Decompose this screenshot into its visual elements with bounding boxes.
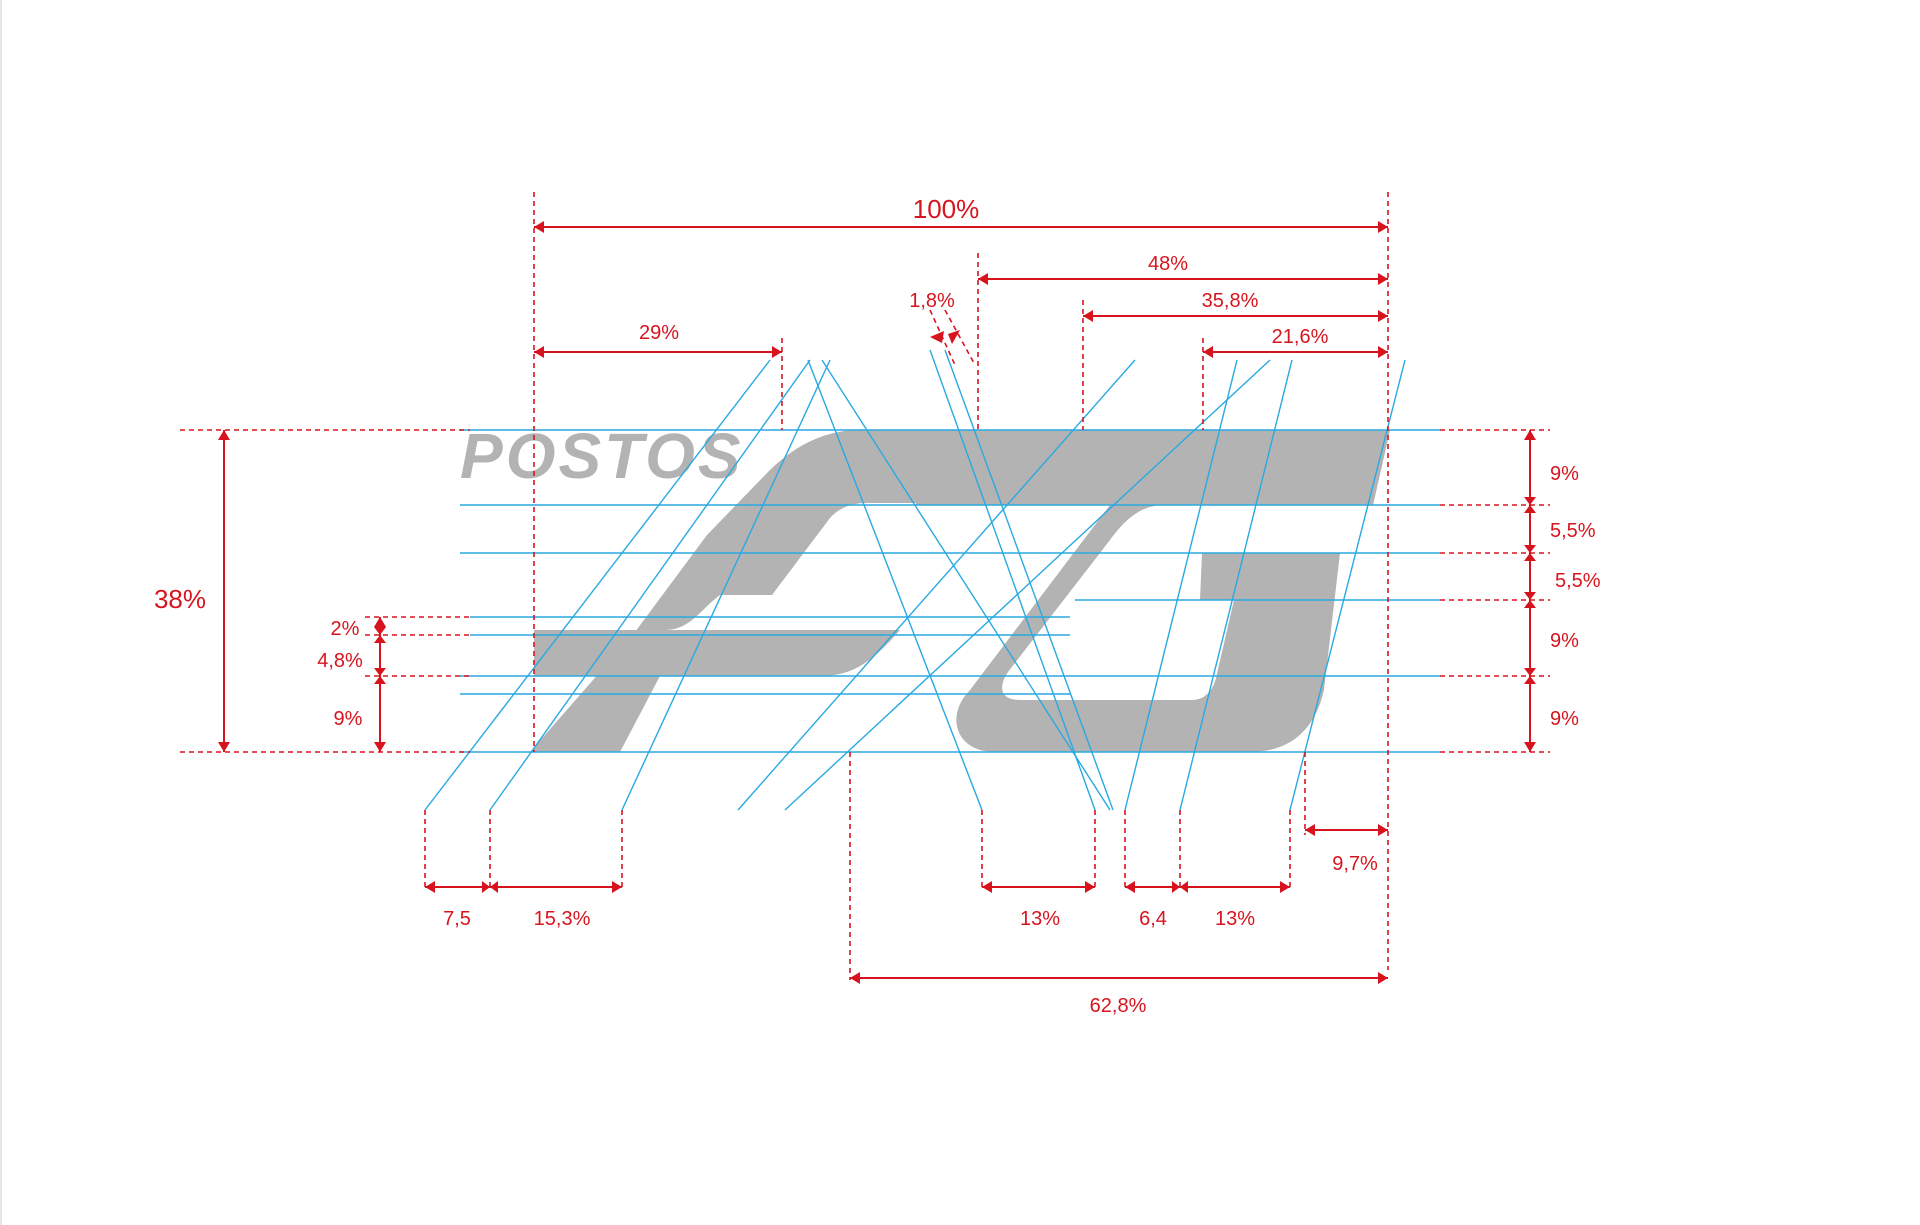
canvas-left-edge [0, 0, 2, 1225]
label-bottom-15-3: 15,3% [534, 908, 591, 930]
label-right-9-7: 9,7% [1332, 853, 1378, 875]
label-right-stack-3: 5,5% [1555, 570, 1601, 592]
label-right-stack-4: 9% [1550, 630, 1579, 652]
logo-letter-g [956, 430, 1390, 752]
construction-guides [424, 349, 1440, 811]
label-bottom-6-4: 6,4 [1139, 908, 1167, 930]
label-right-stack-1: 9% [1550, 463, 1579, 485]
label-21-6: 21,6% [1272, 326, 1329, 348]
label-left-stack-3: 9% [334, 708, 363, 730]
label-bottom-13-b: 13% [1215, 908, 1255, 930]
label-height: 38% [154, 584, 206, 614]
label-right-stack-2: 5,5% [1550, 520, 1596, 542]
dimension-lines [218, 221, 1536, 984]
label-left-stack-2: 4,8% [317, 650, 363, 672]
logo-letter-a-bar [534, 630, 900, 676]
logo-letter-a [530, 430, 982, 752]
label-bottom-13-a: 13% [1020, 908, 1060, 930]
label-48: 48% [1148, 253, 1188, 275]
label-right-stack-5: 9% [1550, 708, 1579, 730]
logo-letter-g-top [915, 430, 1390, 505]
brand-wordmark: POSTOS [460, 420, 744, 492]
logo-mark: POSTOS [460, 420, 1390, 752]
label-29: 29% [639, 322, 679, 344]
dimension-labels: 100% 48% 35,8% 21,6% 1,8% 29% 38% 9% 5,5… [154, 194, 1601, 1017]
label-bottom-62-8: 62,8% [1090, 995, 1147, 1017]
label-slant-gap: 1,8% [909, 290, 955, 312]
extension-lines [180, 192, 1550, 980]
label-35-8: 35,8% [1202, 290, 1259, 312]
label-left-stack-1: 2% [331, 618, 360, 640]
label-total-width: 100% [913, 194, 980, 224]
label-bottom-7-5: 7,5 [443, 908, 471, 930]
